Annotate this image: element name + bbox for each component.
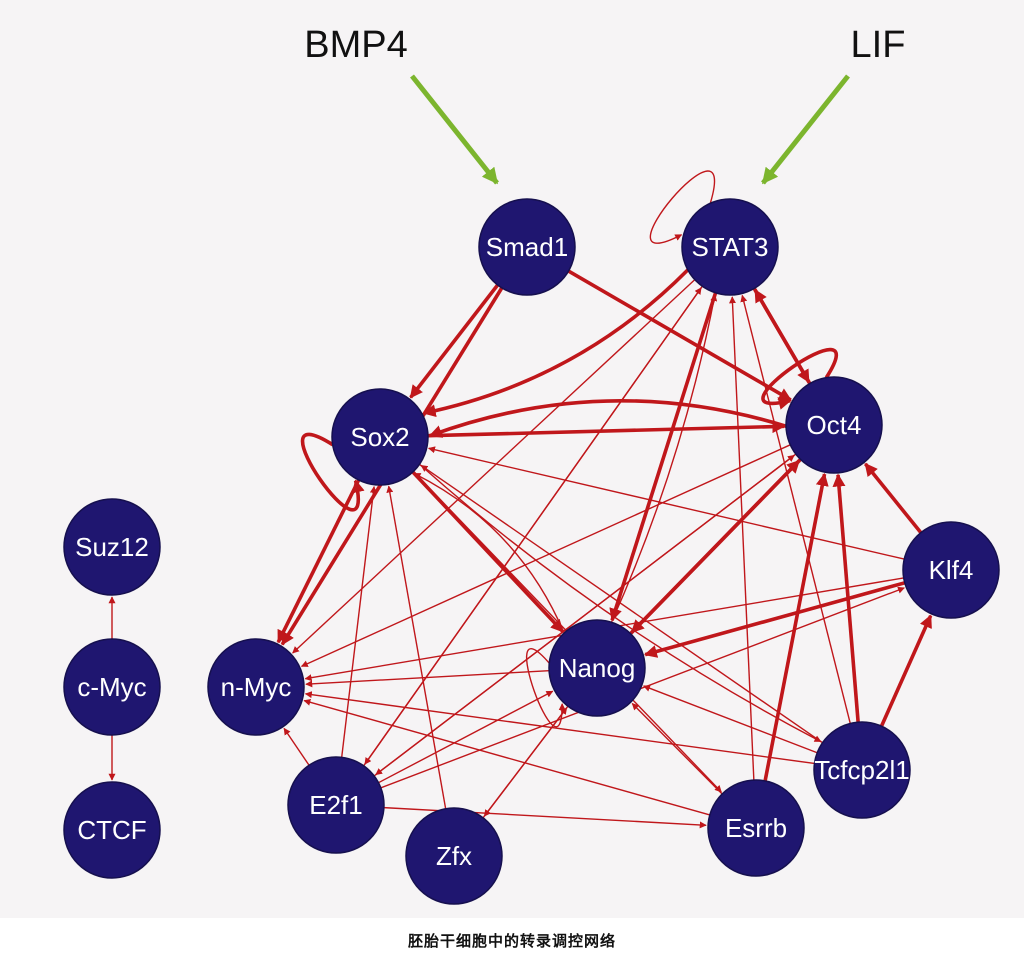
edge-klf4-to-sox2: [428, 446, 905, 560]
edge-klf4-to-nanog: [643, 581, 906, 658]
edge-tcfcp2l1-to-klf4: [879, 614, 933, 727]
node-klf4: Klf4: [902, 521, 1000, 619]
edge-tcfcp2l1-to-nmyc: [304, 691, 815, 765]
edge-e2f1-to-nanog: [378, 690, 554, 784]
node-label-oct4: Oct4: [807, 410, 862, 440]
edge-stat3-to-nmyc: [292, 279, 696, 654]
node-circle-ctcf: [63, 781, 161, 879]
node-label-tcfcp2l1: Tcfcp2l1: [814, 755, 909, 785]
node-label-klf4: Klf4: [929, 555, 974, 585]
node-stat3: STAT3: [681, 198, 779, 296]
node-suz12: Suz12: [63, 498, 161, 596]
node-circle-zfx: [405, 807, 503, 905]
edge-stat3-to-nanog: [609, 292, 718, 622]
node-label-nmyc: n-Myc: [221, 672, 292, 702]
edge-smad1-to-oct4: [567, 269, 792, 402]
edge-nanog-to-nanog: [525, 647, 566, 728]
signal-label-lif: LIF: [851, 24, 906, 66]
edge-esrrb-to-stat3: [729, 296, 755, 781]
node-circle-sox2: [331, 388, 429, 486]
edge-e2f1-to-oct4: [373, 454, 795, 777]
edge-e2f1-to-stat3: [363, 287, 702, 767]
edge-sox2-to-oct4: [427, 420, 786, 438]
node-sox2: Sox2: [331, 388, 429, 486]
edge-nanog-to-sox2: [413, 472, 565, 634]
node-tcfcp2l1: Tcfcp2l1: [813, 721, 911, 819]
signal-label-bmp4: BMP4: [304, 24, 407, 66]
edge-zfx-to-sox2: [386, 485, 447, 809]
edge-e2f1-to-nmyc: [283, 727, 310, 766]
edge-smad1-to-sox2: [409, 283, 500, 399]
edge-e2f1-to-sox2: [341, 485, 377, 758]
edge-nanog-to-oct4: [629, 459, 801, 635]
node-esrrb: Esrrb: [707, 779, 805, 877]
edge-oct4-to-sox2: [428, 399, 787, 438]
node-label-suz12: Suz12: [75, 532, 149, 562]
edge-e2f1-to-klf4: [380, 586, 905, 789]
edge-sox2-to-nmyc: [276, 479, 361, 644]
edge-esrrb-to-oct4: [763, 472, 829, 782]
node-label-e2f1: E2f1: [309, 790, 363, 820]
edge-esrrb-to-nmyc: [303, 698, 710, 816]
edge-layer: [108, 170, 933, 829]
node-label-cmyc: c-Myc: [77, 672, 146, 702]
signal-arrow-lif: [761, 74, 850, 185]
edge-sox2-to-sox2: [300, 432, 365, 512]
edge-tcfcp2l1-to-stat3: [740, 294, 851, 724]
edge-oct4-to-oct4: [761, 347, 839, 410]
node-circle-tcfcp2l1: [813, 721, 911, 819]
node-label-ctcf: CTCF: [77, 815, 146, 845]
node-circle-e2f1: [287, 756, 385, 854]
node-circle-cmyc: [63, 638, 161, 736]
edge-sox2-to-nanog: [411, 470, 565, 633]
node-circle-suz12: [63, 498, 161, 596]
edge-stat3-to-stat3: [649, 170, 716, 244]
node-label-zfx: Zfx: [436, 841, 472, 871]
node-circle-nmyc: [207, 638, 305, 736]
node-label-stat3: STAT3: [691, 232, 768, 262]
node-ctcf: CTCF: [63, 781, 161, 879]
edge-oct4-to-nmyc: [300, 444, 791, 667]
node-circle-nanog: [548, 619, 646, 717]
edge-oct4-to-stat3: [753, 289, 812, 385]
node-label-esrrb: Esrrb: [725, 813, 787, 843]
node-circle-klf4: [902, 521, 1000, 619]
edge-sox2-to-tcfcp2l1: [419, 463, 822, 743]
node-zfx: Zfx: [405, 807, 503, 905]
signal-arrow-bmp4: [410, 74, 499, 185]
node-smad1: Smad1: [478, 198, 576, 296]
node-circle-esrrb: [707, 779, 805, 877]
edge-tcfcp2l1-to-sox2: [420, 464, 823, 744]
figure-caption: 胚胎干细胞中的转录调控网络: [407, 932, 616, 950]
node-circle-stat3: [681, 198, 779, 296]
node-e2f1: E2f1: [287, 756, 385, 854]
edge-tcfcp2l1-to-nanog: [643, 684, 818, 754]
edge-stat3-to-sox2: [422, 268, 690, 418]
node-label-smad1: Smad1: [486, 232, 568, 262]
node-cmyc: c-Myc: [63, 638, 161, 736]
edge-esrrb-to-nanog: [631, 702, 723, 795]
edge-tcfcp2l1-to-oct4: [832, 473, 860, 723]
signal-layer: BMP4 LIF: [304, 24, 906, 185]
node-oct4: Oct4: [785, 376, 883, 474]
node-nanog: Nanog: [548, 619, 646, 717]
node-circle-smad1: [478, 198, 576, 296]
edge-klf4-to-oct4: [863, 462, 923, 534]
node-label-sox2: Sox2: [350, 422, 409, 452]
node-circle-oct4: [785, 376, 883, 474]
node-label-nanog: Nanog: [559, 653, 636, 683]
node-nmyc: n-Myc: [207, 638, 305, 736]
